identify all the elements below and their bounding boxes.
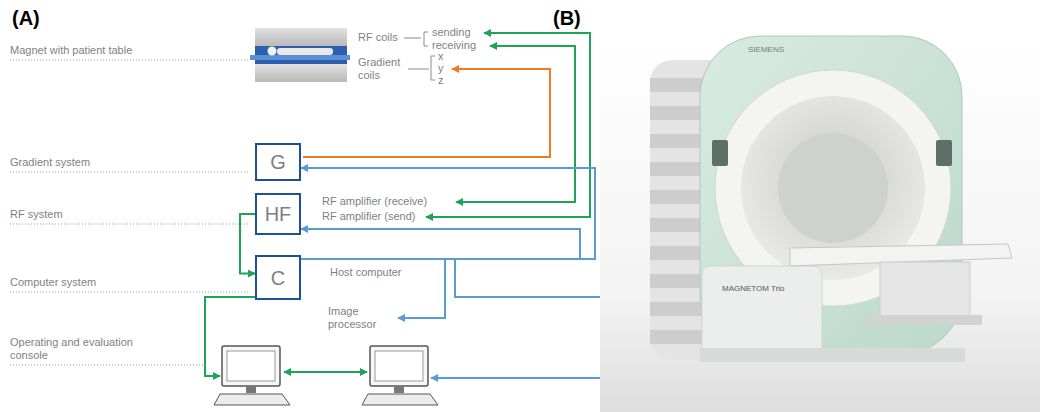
guide-line <box>10 224 250 225</box>
guide-line <box>10 172 250 173</box>
system-block: C <box>255 255 301 300</box>
guide-line <box>10 60 250 61</box>
brand-mark: SIEMENS <box>748 45 784 55</box>
part-label: sending <box>432 26 471 39</box>
photo-ground <box>600 30 1040 412</box>
patient-table <box>250 55 350 60</box>
axis-label: y <box>438 62 444 75</box>
bracket <box>431 56 435 80</box>
magnet-illustration <box>250 28 350 82</box>
guide-line <box>10 365 205 366</box>
row-label: Magnet with patient table <box>10 44 132 57</box>
axis-label: x <box>438 50 444 63</box>
patient-head <box>268 47 277 56</box>
console-line <box>431 259 605 378</box>
monitor <box>222 346 280 386</box>
bracket <box>424 32 428 46</box>
screen <box>227 351 275 381</box>
bore-depth <box>778 133 888 243</box>
part-label: RF coils <box>358 31 398 44</box>
console-computer <box>362 346 438 405</box>
patient-body <box>277 48 333 55</box>
table-foot <box>868 315 982 325</box>
scanner-plinth <box>700 348 965 362</box>
part-label: RF amplifier (send) <box>322 210 416 223</box>
row-label: Operating and evaluation console <box>10 336 135 362</box>
part-label: RF amplifier (receive) <box>322 195 427 208</box>
panel-letter: (B) <box>553 6 581 30</box>
control-panel <box>712 140 728 166</box>
model-mark: MAGNETOM Trio <box>722 284 785 294</box>
table-support <box>880 262 970 317</box>
signal-lines <box>205 33 605 378</box>
keyboard <box>214 394 290 405</box>
monitor-stand <box>246 386 256 393</box>
console-computer <box>214 346 290 405</box>
magnet-housing <box>255 28 347 46</box>
mri-scanner-photo <box>600 30 1040 412</box>
signal-arrow <box>301 168 595 259</box>
part-label: Image processor <box>328 305 390 331</box>
row-label: RF system <box>10 208 63 221</box>
image-processor-line <box>398 259 445 318</box>
front-panel <box>702 266 822 354</box>
system-block: HF <box>255 193 301 235</box>
block-letter: C <box>271 267 285 289</box>
bracket-lead <box>408 69 429 70</box>
part-label: Gradient coils <box>358 56 410 82</box>
row-label: Gradient system <box>10 156 90 169</box>
monitor <box>370 346 428 386</box>
rf-send-line <box>426 33 590 217</box>
screen <box>375 351 423 381</box>
control-panel <box>936 140 952 166</box>
brackets <box>404 32 435 80</box>
keyboard <box>362 394 438 405</box>
axis-label: z <box>438 74 444 87</box>
monitor-stand <box>394 386 404 393</box>
bracket-lead <box>404 38 421 39</box>
system-block: G <box>255 143 301 181</box>
console-link <box>284 371 367 373</box>
magnet-housing <box>255 64 347 82</box>
row-label: Computer system <box>10 276 96 289</box>
signal-arrow <box>240 214 255 274</box>
panel-letter: (A) <box>12 6 40 30</box>
block-letter: G <box>270 151 286 173</box>
block-letter: HF <box>265 203 292 225</box>
signal-arrow <box>301 229 580 259</box>
gradient-line <box>303 69 550 157</box>
guide-line <box>10 292 250 293</box>
dotted-guides <box>10 60 250 365</box>
part-label: Host computer <box>330 266 402 279</box>
